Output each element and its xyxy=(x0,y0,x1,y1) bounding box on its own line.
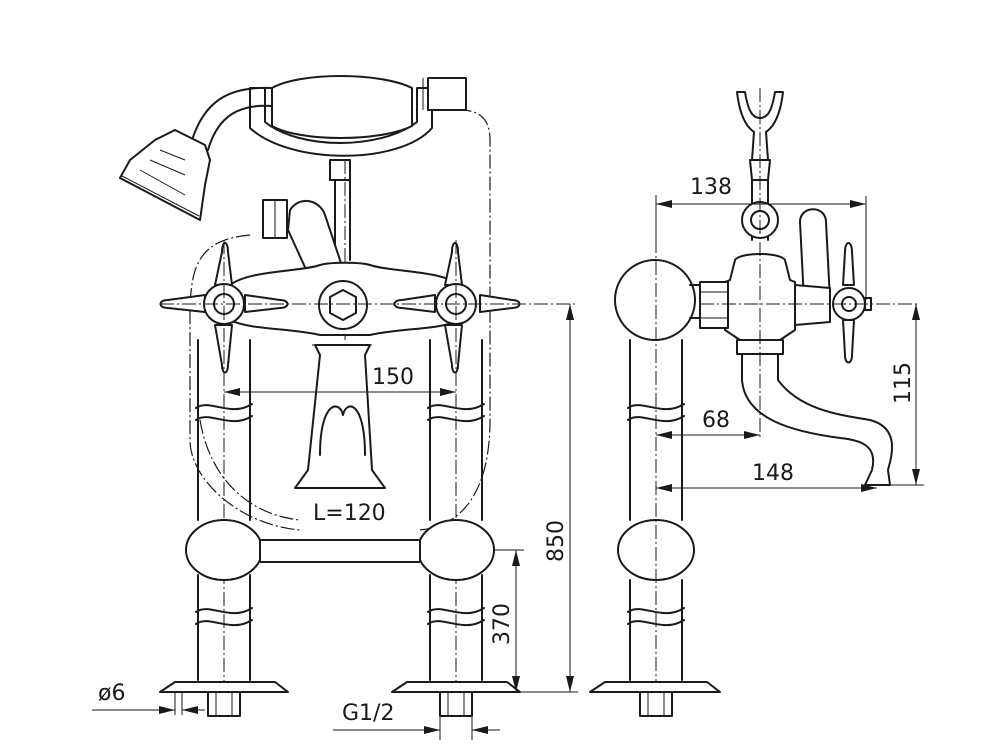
cradle-stem xyxy=(329,159,351,181)
right-handle xyxy=(393,242,521,374)
dim-68: 68 xyxy=(702,408,730,433)
side-dimensions: 138 115 68 148 xyxy=(655,175,924,492)
dim-115: 115 xyxy=(891,362,916,404)
cradle xyxy=(249,87,433,157)
side-spout xyxy=(741,353,894,486)
right-leg xyxy=(429,339,483,681)
crossbar xyxy=(259,539,421,563)
left-knuckle xyxy=(185,519,263,581)
hose-loop-inner xyxy=(199,419,301,521)
left-base xyxy=(159,681,289,693)
right-base xyxy=(391,681,521,693)
dim-diameter-6: ø6 xyxy=(98,681,125,706)
shower-neck xyxy=(191,86,273,151)
side-base xyxy=(589,681,721,693)
right-nut xyxy=(439,691,473,717)
side-view xyxy=(589,88,920,717)
left-nut xyxy=(207,691,241,717)
side-pillar xyxy=(629,339,683,681)
handset-end-cap xyxy=(427,77,467,111)
left-leg xyxy=(197,339,251,681)
dim-hose-length: L=120 xyxy=(313,501,386,526)
dim-148: 148 xyxy=(752,461,794,486)
front-dimensions: 150 L=120 850 370 ø6 G1/2 xyxy=(92,304,578,740)
dim-138: 138 xyxy=(690,175,732,200)
dim-370: 370 xyxy=(490,603,515,645)
dim-thread: G1/2 xyxy=(342,701,394,726)
right-knuckle xyxy=(417,519,495,581)
side-connector xyxy=(699,281,729,329)
handset xyxy=(271,75,413,139)
dim-150: 150 xyxy=(372,365,414,390)
front-spout xyxy=(294,344,386,489)
dim-850: 850 xyxy=(544,520,569,562)
front-view xyxy=(119,75,575,717)
shower-head xyxy=(119,129,211,221)
hose-outline xyxy=(189,109,491,531)
side-nut xyxy=(639,691,673,717)
shower-hook xyxy=(736,91,784,161)
side-top-ball xyxy=(614,259,696,341)
